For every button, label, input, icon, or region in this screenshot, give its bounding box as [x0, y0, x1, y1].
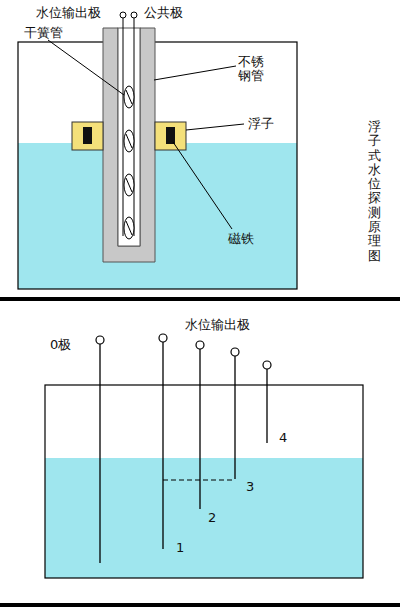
terminal: [131, 12, 137, 18]
tank: [45, 385, 363, 578]
wire-label: 水位输出极: [36, 6, 101, 20]
stainless-tube: [103, 28, 155, 262]
terminal: [120, 12, 126, 18]
callout-number: 1: [176, 541, 184, 555]
wire-label: 公共极: [144, 6, 183, 20]
tank: [18, 42, 297, 289]
part-name: 浮子: [248, 117, 274, 131]
electrode-name: 0极: [50, 338, 71, 352]
part-name: 干簧管: [24, 26, 63, 40]
figure-title: 浮子式水位探测原理图: [368, 120, 381, 263]
water: [45, 458, 363, 578]
electrode-name: 水位输出极: [185, 318, 250, 332]
float: [72, 122, 186, 150]
water: [18, 143, 297, 289]
part-name: 不锈钢管: [238, 55, 266, 84]
part-name: 磁铁: [228, 232, 254, 246]
callout-number: 2: [208, 511, 216, 525]
reed-switch: [124, 86, 134, 239]
callout-number: 3: [246, 480, 254, 494]
electrode: [100, 342, 267, 563]
callout-number: 4: [279, 431, 287, 445]
